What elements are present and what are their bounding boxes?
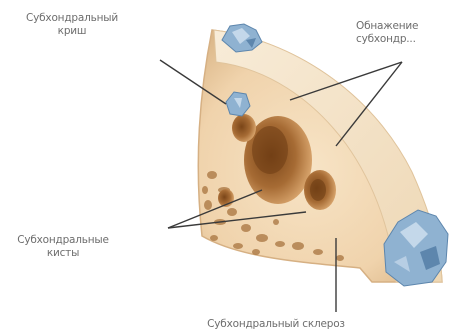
cyst-large-highlight (252, 126, 288, 174)
label-exposed-bone-line2: субхондр... (356, 33, 464, 46)
label-subchondral-crystal-line1: Субхондральный (6, 12, 138, 25)
label-subchondral-cysts: Субхондральные кисты (8, 234, 118, 260)
label-exposed-bone: Обнажение субхондр... (356, 20, 464, 46)
label-subchondral-crystal-line2: криш (6, 25, 138, 38)
label-exposed-bone-line1: Обнажение (356, 20, 464, 33)
label-subchondral-sclerosis: Субхондральный склероз (156, 318, 396, 331)
label-subchondral-crystal: Субхондральный криш (6, 12, 138, 38)
cyst-lower-center (310, 179, 326, 201)
label-subchondral-cysts-line2: кисты (8, 247, 118, 260)
cyst-small-upper (232, 114, 256, 142)
label-subchondral-cysts-line1: Субхондральные (8, 234, 118, 247)
